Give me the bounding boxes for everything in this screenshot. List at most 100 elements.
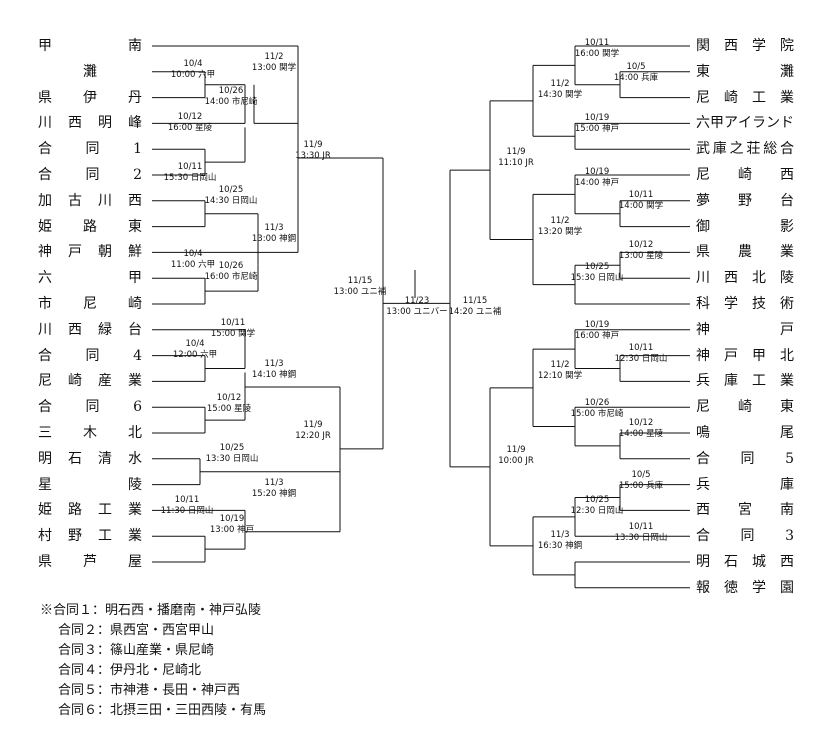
match-time-venue: 16:00 星陵 bbox=[167, 123, 213, 133]
right-team-name: 科学技術 bbox=[696, 296, 794, 312]
note-line: 合同６：北摂三田・三田西陵・有馬 bbox=[58, 703, 267, 718]
left-team-name: 川西緑台 bbox=[38, 321, 142, 338]
right-team-name: 神戸甲北 bbox=[696, 347, 794, 364]
match-time-venue: 10:00 JR bbox=[498, 456, 534, 466]
match-date: 10/11 bbox=[628, 343, 654, 353]
match-time-venue: 13:00 関学 bbox=[251, 63, 297, 73]
match-date: 11/15 bbox=[347, 276, 373, 286]
left-team-name: 星陵 bbox=[38, 476, 142, 493]
match-time-venue: 15:00 神戸 bbox=[574, 124, 620, 134]
right-team-name: 川西北陵 bbox=[696, 270, 794, 287]
match-time-venue: 15:00 市尼崎 bbox=[570, 409, 624, 419]
match-time-venue: 11:00 六甲 bbox=[170, 260, 216, 270]
right-team-name: 武庫之荘総合 bbox=[696, 141, 794, 158]
left-team-name: 甲南 bbox=[38, 38, 142, 54]
match-date: 11/23 bbox=[404, 296, 430, 306]
note-line: 合同２：県西宮・西宮甲山 bbox=[58, 623, 215, 638]
left-team-name: 尼崎産業 bbox=[38, 373, 142, 390]
match-time-venue: 14:00 星陵 bbox=[618, 429, 664, 439]
match-date: 11/2 bbox=[550, 360, 570, 370]
right-team-name: 神戸 bbox=[696, 321, 794, 338]
match-date: 10/4 bbox=[183, 249, 203, 259]
match-date: 10/19 bbox=[584, 320, 610, 330]
match-date: 10/19 bbox=[584, 167, 610, 177]
left-team-name: 市尼崎 bbox=[38, 296, 142, 312]
match-date: 11/9 bbox=[303, 420, 323, 430]
match-date: 10/11 bbox=[174, 495, 200, 505]
left-team-name: 県伊丹 bbox=[38, 89, 142, 106]
match-time-venue: 12:20 JR bbox=[295, 431, 331, 441]
match-time-venue: 12:30 日岡山 bbox=[570, 506, 624, 516]
match-time-venue: 16:00 市尼崎 bbox=[204, 272, 258, 282]
note-line: ※合同１：明石西・播磨南・神戸弘陵 bbox=[40, 603, 262, 618]
left-team-name: 六甲 bbox=[38, 270, 142, 287]
match-time-venue: 14:30 関学 bbox=[537, 90, 583, 100]
match-time-venue: 12:30 日岡山 bbox=[614, 354, 668, 364]
match-date: 10/11 bbox=[628, 522, 654, 532]
match-date: 10/5 bbox=[631, 470, 651, 480]
match-time-venue: 16:00 神戸 bbox=[574, 331, 620, 341]
match-time-venue: 13:00 ユニバー bbox=[386, 307, 448, 317]
right-team-name: 兵庫工業 bbox=[696, 373, 794, 390]
note-line: 合同５：市神港・長田・神戸西 bbox=[58, 683, 241, 698]
left-team-name: 明石清水 bbox=[38, 450, 142, 467]
right-team-name: 明石城西 bbox=[696, 554, 794, 570]
match-date: 10/26 bbox=[584, 398, 610, 408]
right-team-name: 夢野台 bbox=[696, 192, 794, 209]
right-team-name: 県農業 bbox=[696, 244, 794, 261]
match-date: 11/2 bbox=[550, 216, 570, 226]
match-date: 10/5 bbox=[626, 62, 646, 72]
left-team-name: 神戸朝鮮 bbox=[38, 244, 142, 261]
left-team-name: 加古川西 bbox=[38, 192, 142, 209]
match-time-venue: 13:30 JR bbox=[295, 151, 331, 161]
match-date: 11/9 bbox=[506, 445, 526, 455]
match-time-venue: 12:00 六甲 bbox=[172, 350, 218, 360]
match-time-venue: 15:20 神鋼 bbox=[251, 489, 297, 499]
match-time-venue: 15:00 関学 bbox=[210, 329, 256, 339]
left-team-name: 県芦屋 bbox=[38, 554, 142, 570]
match-time-venue: 14:00 神戸 bbox=[574, 178, 620, 188]
match-date: 10/12 bbox=[177, 112, 203, 122]
match-date: 10/25 bbox=[218, 185, 244, 195]
right-team-name: 報徳学園 bbox=[696, 579, 794, 596]
match-date: 11/2 bbox=[550, 79, 570, 89]
left-team-name: 灘 bbox=[83, 63, 97, 80]
match-time-venue: 15:00 兵庫 bbox=[618, 481, 664, 491]
match-time-venue: 16:00 関学 bbox=[574, 49, 620, 59]
note-line: 合同４：伊丹北・尼崎北 bbox=[58, 663, 202, 678]
match-date: 10/26 bbox=[218, 261, 244, 271]
match-date: 10/19 bbox=[584, 113, 610, 123]
match-time-venue: 15:30 日岡山 bbox=[163, 173, 217, 183]
note-line: 合同３：篠山産業・県尼崎 bbox=[58, 643, 215, 658]
match-date: 10/25 bbox=[219, 443, 245, 453]
match-date: 11/3 bbox=[264, 359, 284, 369]
match-time-venue: 14:00 市尼崎 bbox=[204, 97, 258, 107]
match-date: 10/4 bbox=[185, 339, 205, 349]
match-time-venue: 14:30 日岡山 bbox=[204, 196, 258, 206]
match-date: 10/11 bbox=[584, 38, 610, 48]
right-team-name: 東灘 bbox=[696, 63, 794, 80]
right-team-name: 鳴尾 bbox=[696, 425, 794, 441]
match-date: 11/3 bbox=[550, 530, 570, 540]
match-time-venue: 11:30 日岡山 bbox=[160, 506, 214, 516]
match-time-venue: 13:20 関学 bbox=[537, 227, 583, 237]
match-time-venue: 14:10 神鋼 bbox=[251, 370, 297, 380]
match-time-venue: 16:30 神鋼 bbox=[537, 541, 583, 551]
match-time-venue: 13:30 日岡山 bbox=[205, 454, 259, 464]
match-date: 10/11 bbox=[177, 162, 203, 172]
match-time-venue: 13:00 神戸 bbox=[209, 525, 255, 535]
left-team-name: 姫路東 bbox=[38, 218, 142, 235]
match-time-venue: 10:00 六甲 bbox=[170, 70, 216, 80]
match-time-venue: 13:00 神鋼 bbox=[251, 234, 297, 244]
match-date: 11/3 bbox=[264, 478, 284, 488]
right-team-name: 六甲アイランド bbox=[696, 115, 794, 132]
match-time-venue: 13:00 ユニ補 bbox=[333, 287, 387, 297]
match-date: 11/2 bbox=[264, 52, 284, 62]
